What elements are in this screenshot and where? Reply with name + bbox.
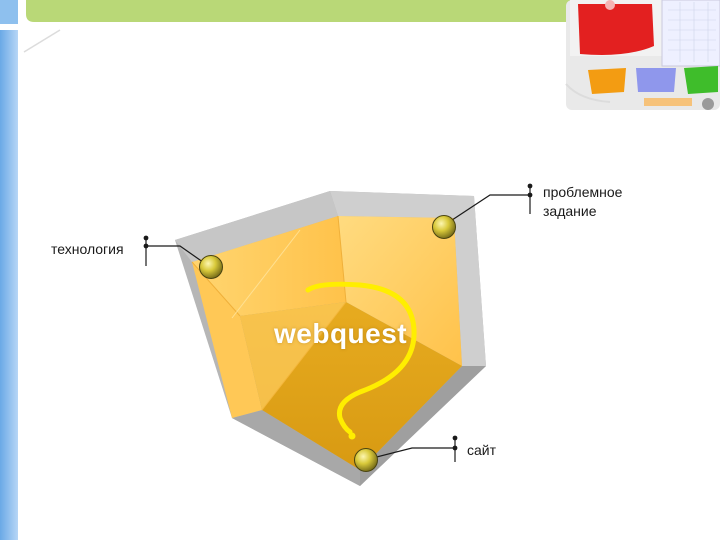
center-word-webquest: webquest [274, 318, 408, 349]
corner-blue-tab [0, 0, 18, 24]
question-mark-icon [305, 281, 417, 435]
label-connectors [145, 186, 531, 462]
bead-icon [199, 215, 456, 472]
label-problem-task-line2: задание [543, 203, 597, 219]
webquest-box [175, 191, 486, 486]
left-sidebar-strip [0, 30, 18, 540]
label-problem-task: проблемное задание [543, 183, 663, 221]
sticky-notes-icon [565, 0, 720, 110]
label-problem-task-line1: проблемное [543, 184, 623, 200]
top-green-bar [26, 0, 600, 22]
label-site: сайт [467, 442, 497, 458]
label-technology: технология [51, 241, 124, 257]
